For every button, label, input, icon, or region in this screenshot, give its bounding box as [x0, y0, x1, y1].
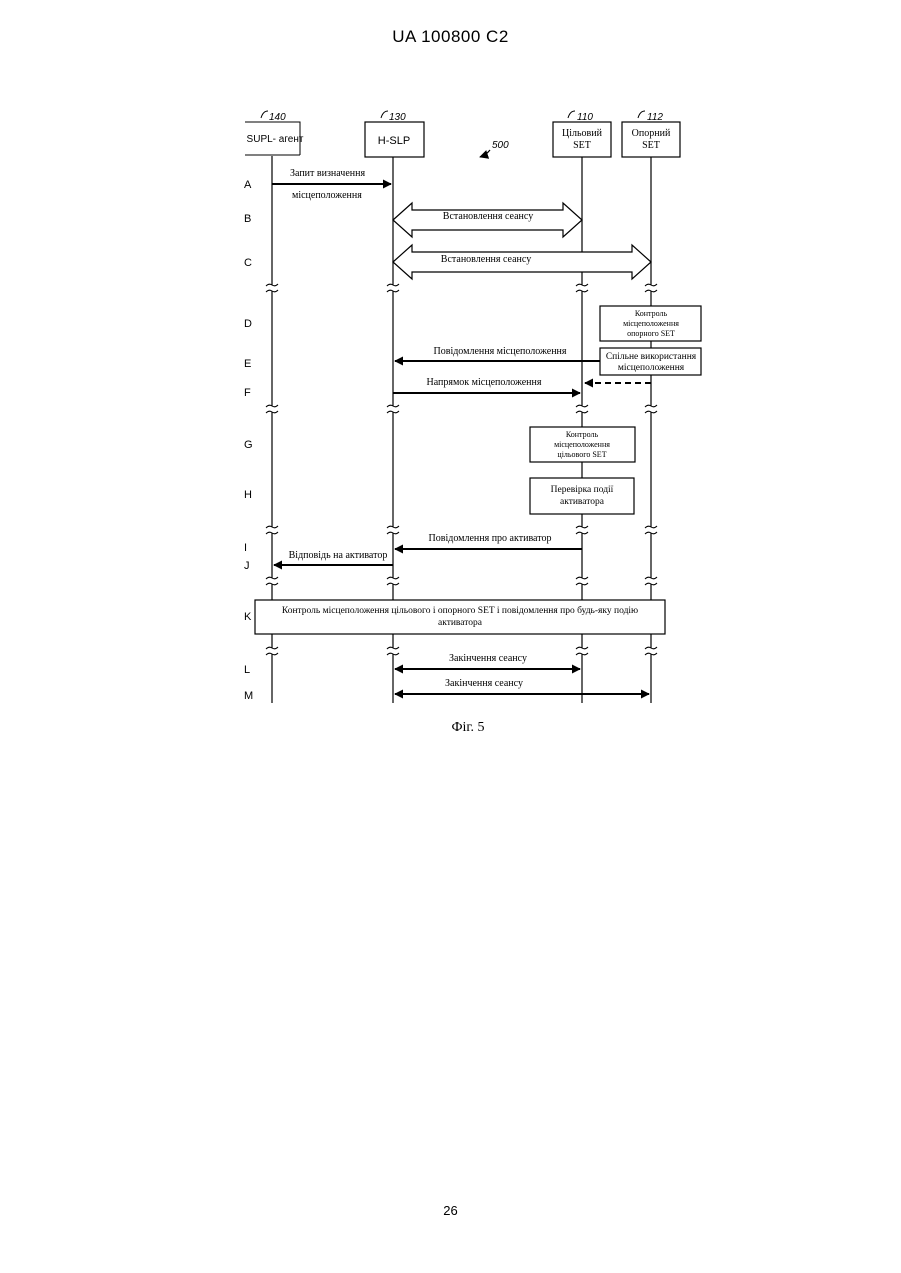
entity-label: SET — [573, 140, 591, 151]
step-letter: L — [244, 664, 250, 676]
box-location-sharing: Спільне використання місцеположення — [600, 348, 701, 375]
box-continuous-monitoring: Контроль місцеположення цільового і опор… — [255, 600, 665, 634]
entity-ref: 140 — [269, 112, 286, 123]
message-label: Встановлення сеансу — [441, 254, 531, 265]
box-label: Контроль місцеположення цільового і опор… — [282, 605, 638, 616]
message-j: Відповідь на активатор — [274, 550, 393, 565]
message-label: Запит визначення — [290, 168, 365, 179]
message-label: Закінчення сеансу — [449, 653, 527, 664]
box-label: місцеположення — [554, 440, 610, 449]
entity-ref: 112 — [647, 112, 663, 123]
lifeline-breaks — [266, 284, 657, 655]
message-label: Повідомлення місцеположення — [434, 346, 567, 357]
box-label: активатора — [560, 497, 605, 507]
step-letter: M — [244, 690, 253, 702]
step-letter: F — [244, 387, 251, 399]
entity-ref: 130 — [389, 112, 406, 123]
entity-h-slp: H-SLP 130 — [365, 111, 424, 157]
message-c: Встановлення сеансу — [393, 245, 651, 279]
entity-supl-agent: SUPL- агент 140 — [245, 111, 304, 155]
entity-label: H-SLP — [378, 135, 410, 147]
step-letter: K — [244, 611, 252, 623]
message-l: Закінчення сеансу — [395, 653, 580, 669]
box-label: опорного SET — [627, 329, 675, 338]
message-e: Повідомлення місцеположення — [395, 346, 600, 361]
message-b: Встановлення сеансу — [393, 203, 582, 237]
step-letters: A B C D E F G H I J K L M — [244, 179, 253, 702]
figure-caption: Фіг. 5 — [451, 720, 484, 735]
box-label: активатора — [438, 618, 483, 628]
entity-reference-set: Опорний SET 112 — [622, 111, 680, 157]
figure-ref-label: 500 — [492, 140, 509, 151]
page-number: 26 — [0, 1203, 901, 1218]
step-letter: E — [244, 358, 251, 370]
step-letter: G — [244, 439, 253, 451]
entity-target-set: Цільовий SET 110 — [553, 111, 611, 157]
step-letter: H — [244, 489, 252, 501]
message-f: Напрямок місцеположення — [393, 377, 651, 393]
entity-label: Опорний — [632, 128, 671, 139]
figure-ref-500: 500 — [480, 140, 509, 157]
entity-label: SET — [642, 140, 660, 151]
message-label: Встановлення сеансу — [443, 211, 533, 222]
message-a: Запит визначення місцеположення — [272, 168, 391, 201]
entity-label: SUPL- агент — [247, 134, 304, 145]
box-label: місцеположення — [618, 363, 685, 373]
box-trigger-check: Перевірка події активатора — [530, 478, 634, 514]
message-i: Повідомлення про активатор — [395, 533, 582, 549]
box-label: місцеположення — [623, 319, 679, 328]
box-label: Перевірка події — [551, 485, 614, 495]
box-label: цільового SET — [557, 450, 606, 459]
step-letter: B — [244, 213, 251, 225]
box-target-set-monitoring: Контроль місцеположення цільового SET — [530, 427, 635, 462]
step-letter: A — [244, 179, 252, 191]
box-label: Контроль — [635, 309, 668, 318]
step-letter: J — [244, 560, 250, 572]
message-label: Закінчення сеансу — [445, 678, 523, 689]
message-m: Закінчення сеансу — [395, 678, 649, 694]
step-letter: C — [244, 257, 252, 269]
message-label: Відповідь на активатор — [289, 550, 388, 561]
entity-ref: 110 — [577, 112, 593, 123]
box-reference-set-monitoring: Контроль місцеположення опорного SET — [600, 306, 701, 341]
step-letter: I — [244, 542, 247, 554]
box-label: Контроль — [566, 430, 599, 439]
box-label: Спільне використання — [606, 352, 697, 362]
message-label: місцеположення — [292, 190, 362, 201]
entity-label: Цільовий — [562, 128, 603, 139]
message-label: Повідомлення про активатор — [429, 533, 552, 544]
step-letter: D — [244, 318, 252, 330]
message-label: Напрямок місцеположення — [427, 377, 542, 388]
